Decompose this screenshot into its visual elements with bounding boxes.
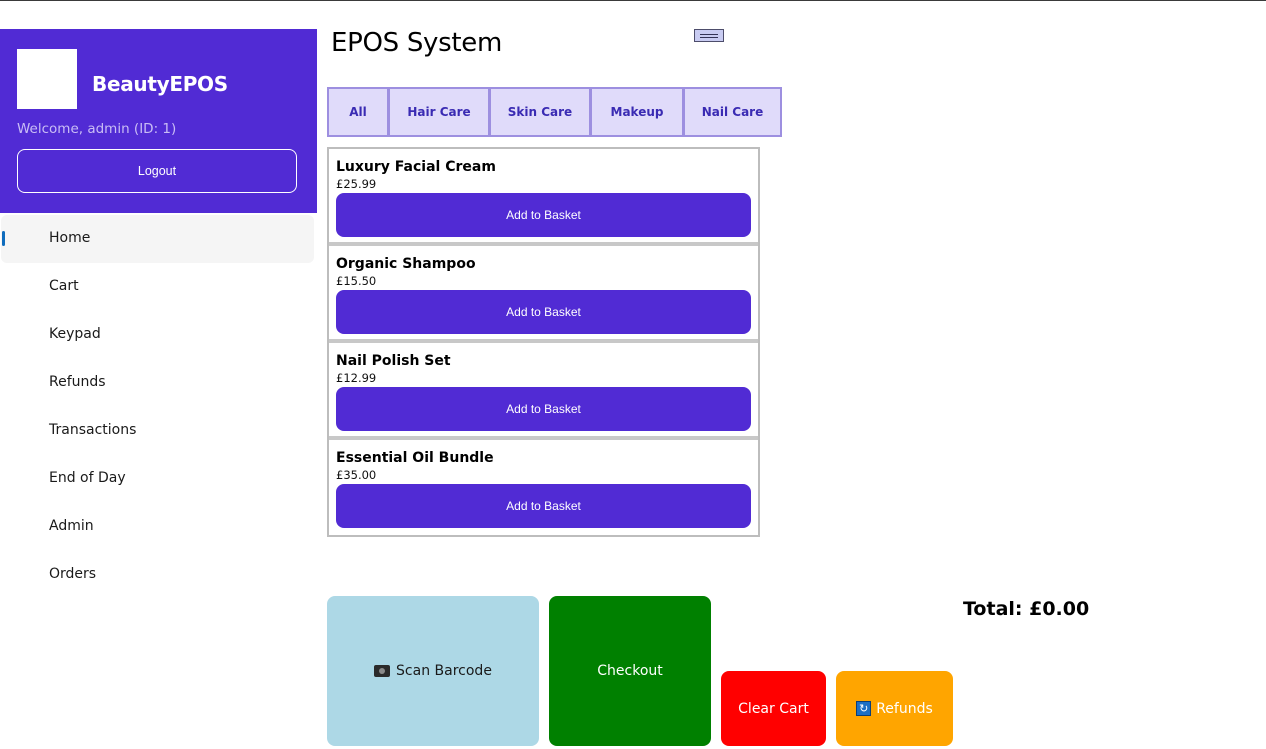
cart-total: Total: £0.00 xyxy=(963,598,1090,620)
sidebar-item-label: Home xyxy=(49,230,91,246)
tab-skin-care[interactable]: Skin Care xyxy=(489,87,591,137)
window-top-border xyxy=(0,0,1266,1)
add-to-basket-button[interactable]: Add to Basket xyxy=(336,387,751,431)
scan-barcode-button[interactable]: Scan Barcode xyxy=(327,596,539,746)
product-name: Organic Shampoo xyxy=(336,256,476,272)
sidebar-item-home[interactable]: Home xyxy=(1,215,314,263)
product-list: Luxury Facial Cream £25.99 Add to Basket… xyxy=(327,147,760,537)
add-to-basket-button[interactable]: Add to Basket xyxy=(336,290,751,334)
product-price: £12.99 xyxy=(336,371,377,385)
sidebar-item-admin[interactable]: Admin xyxy=(1,503,314,551)
active-indicator xyxy=(2,231,5,246)
logo-image xyxy=(17,49,77,109)
hamburger-bar xyxy=(700,37,718,38)
sidebar-item-cart[interactable]: Cart xyxy=(1,263,314,311)
category-tabs: All Hair Care Skin Care Makeup Nail Care xyxy=(327,87,782,137)
camera-icon xyxy=(374,665,391,677)
sidebar-item-label: End of Day xyxy=(49,470,126,486)
clear-cart-label: Clear Cart xyxy=(738,700,809,717)
scan-barcode-label: Scan Barcode xyxy=(396,663,492,679)
product-name: Nail Polish Set xyxy=(336,353,451,369)
sidebar-item-label: Keypad xyxy=(49,326,101,342)
welcome-text: Welcome, admin (ID: 1) xyxy=(17,121,177,137)
sidebar: BeautyEPOS Welcome, admin (ID: 1) Logout… xyxy=(0,29,317,599)
sidebar-item-label: Orders xyxy=(49,566,97,582)
tab-makeup[interactable]: Makeup xyxy=(590,87,684,137)
sidebar-item-refunds[interactable]: Refunds xyxy=(1,359,314,407)
product-name: Luxury Facial Cream xyxy=(336,159,496,175)
product-price: £15.50 xyxy=(336,274,377,288)
product-name: Essential Oil Bundle xyxy=(336,450,494,466)
app-name: BeautyEPOS xyxy=(92,72,228,96)
tab-nail-care[interactable]: Nail Care xyxy=(683,87,782,137)
hamburger-bar xyxy=(700,34,718,35)
clear-cart-button[interactable]: Clear Cart xyxy=(721,671,826,746)
product-card: Organic Shampoo £15.50 Add to Basket xyxy=(329,246,758,343)
logout-button[interactable]: Logout xyxy=(17,149,297,193)
sidebar-item-label: Transactions xyxy=(49,422,137,438)
product-price: £25.99 xyxy=(336,177,377,191)
sidebar-item-end-of-day[interactable]: End of Day xyxy=(1,455,314,503)
tab-all[interactable]: All xyxy=(327,87,389,137)
checkout-button[interactable]: Checkout xyxy=(549,596,711,746)
page-title: EPOS System xyxy=(331,28,502,58)
sidebar-item-label: Cart xyxy=(49,278,79,294)
product-price: £35.00 xyxy=(336,468,377,482)
refresh-icon: ↻ xyxy=(856,701,872,716)
refunds-button[interactable]: ↻ Refunds xyxy=(836,671,953,746)
sidebar-item-label: Admin xyxy=(49,518,94,534)
sidebar-item-label: Refunds xyxy=(49,374,106,390)
sidebar-item-orders[interactable]: Orders xyxy=(1,551,314,599)
sidebar-header: BeautyEPOS Welcome, admin (ID: 1) Logout xyxy=(0,29,317,213)
product-card: Luxury Facial Cream £25.99 Add to Basket xyxy=(329,149,758,246)
refunds-label: Refunds xyxy=(876,700,933,717)
tab-hair-care[interactable]: Hair Care xyxy=(388,87,490,137)
add-to-basket-button[interactable]: Add to Basket xyxy=(336,193,751,237)
sidebar-item-transactions[interactable]: Transactions xyxy=(1,407,314,455)
hamburger-icon[interactable] xyxy=(694,29,724,42)
checkout-label: Checkout xyxy=(597,663,663,679)
sidebar-item-keypad[interactable]: Keypad xyxy=(1,311,314,359)
product-card: Essential Oil Bundle £35.00 Add to Baske… xyxy=(329,440,758,535)
add-to-basket-button[interactable]: Add to Basket xyxy=(336,484,751,528)
product-card: Nail Polish Set £12.99 Add to Basket xyxy=(329,343,758,440)
sidebar-nav: Home Cart Keypad Refunds Transactions En… xyxy=(0,213,317,599)
